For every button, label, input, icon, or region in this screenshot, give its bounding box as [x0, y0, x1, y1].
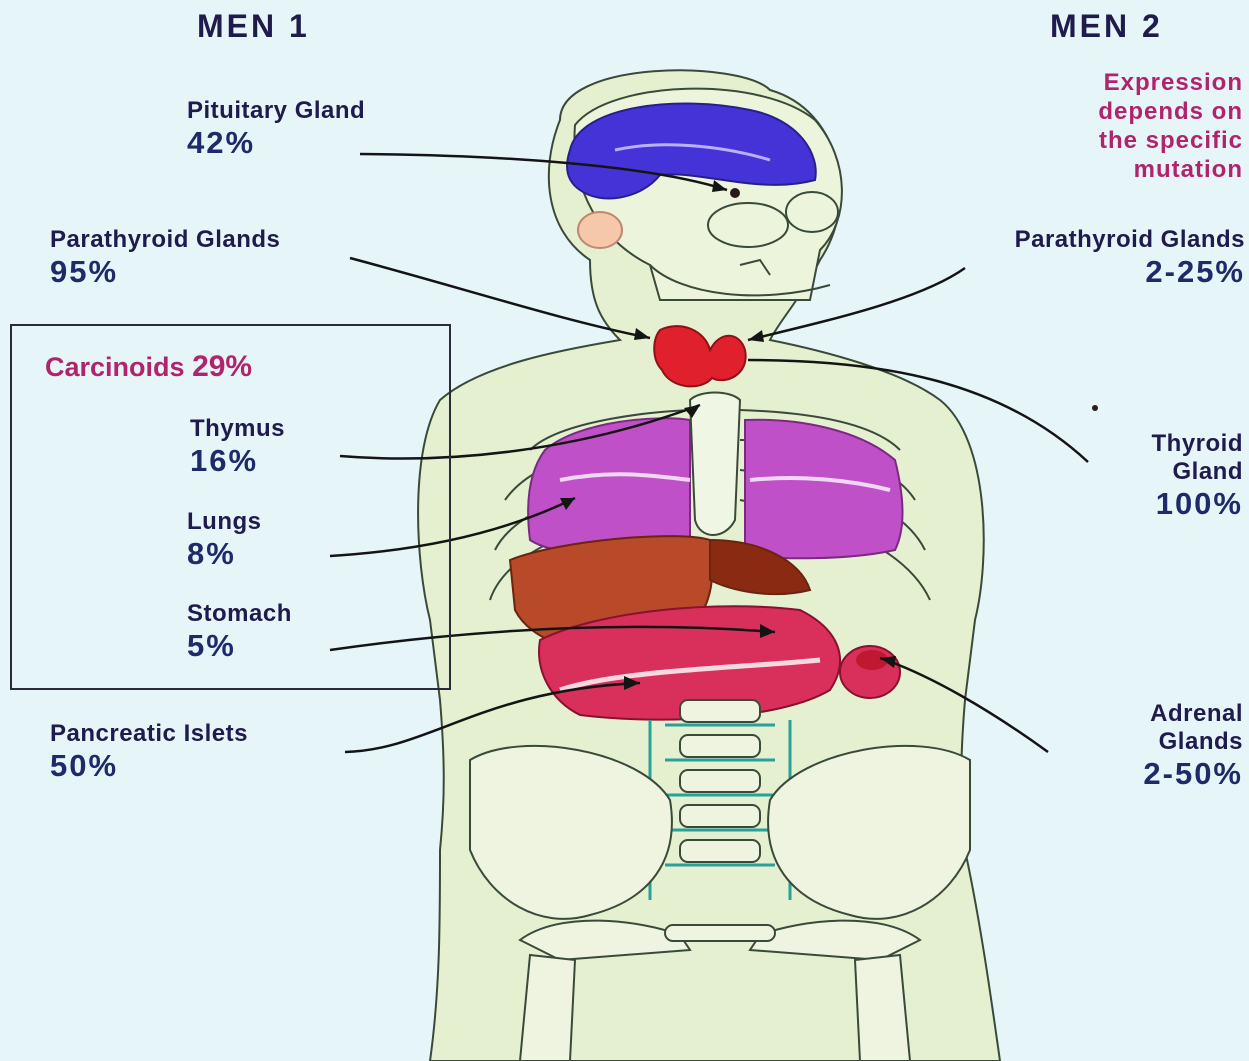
adrenal-pct: 2-50%: [1143, 756, 1243, 792]
carcinoids-name: Carcinoids: [45, 352, 185, 382]
stomach-name: Stomach: [187, 600, 292, 628]
men2-note-line: depends on: [1098, 97, 1243, 126]
pituitary-name: Pituitary Gland: [187, 97, 365, 125]
thyroid-pct: 100%: [1152, 486, 1244, 522]
carcinoids-pct: 29%: [192, 350, 252, 383]
label-carcinoids: Carcinoids 29%: [45, 350, 252, 384]
men2-note-line: the specific: [1098, 126, 1243, 155]
men1-header: MEN 1: [197, 8, 310, 45]
pancreatic-name: Pancreatic Islets: [50, 720, 248, 748]
label-pituitary: Pituitary Gland 42%: [187, 97, 365, 161]
label-stomach: Stomach 5%: [187, 600, 292, 664]
thyroid-name-line2: Gland: [1152, 458, 1244, 486]
men2-parathyroid-pct: 2-25%: [1015, 254, 1245, 290]
men1-parathyroid-pct: 95%: [50, 254, 280, 290]
sternum: [690, 393, 740, 536]
adrenal-name-line1: Adrenal: [1143, 700, 1243, 728]
label-pancreatic: Pancreatic Islets 50%: [50, 720, 248, 784]
men2-note-line: mutation: [1098, 155, 1243, 184]
thyroid-name-line1: Thyroid: [1152, 430, 1244, 458]
label-thyroid: Thyroid Gland 100%: [1152, 430, 1244, 522]
men1-parathyroid-name: Parathyroid Glands: [50, 226, 280, 254]
lungs-name: Lungs: [187, 508, 262, 536]
men2-note-line: Expression: [1098, 68, 1243, 97]
men2-note: Expression depends on the specific mutat…: [1098, 68, 1243, 184]
label-adrenal: Adrenal Glands 2-50%: [1143, 700, 1243, 792]
thymus-pct: 16%: [190, 443, 285, 479]
pancreatic-pct: 50%: [50, 748, 248, 784]
label-lungs: Lungs 8%: [187, 508, 262, 572]
stomach-pct: 5%: [187, 628, 292, 664]
label-men2-parathyroid: Parathyroid Glands 2-25%: [1015, 226, 1245, 290]
lungs-pct: 8%: [187, 536, 262, 572]
label-men1-parathyroid: Parathyroid Glands 95%: [50, 226, 280, 290]
men2-parathyroid-name: Parathyroid Glands: [1015, 226, 1245, 254]
pituitary-pct: 42%: [187, 125, 365, 161]
thymus-name: Thymus: [190, 415, 285, 443]
adrenal-name-line2: Glands: [1143, 728, 1243, 756]
adrenal-gland: [840, 646, 900, 698]
thyroid: [654, 326, 745, 386]
label-thymus: Thymus 16%: [190, 415, 285, 479]
men2-header: MEN 2: [1050, 8, 1163, 45]
